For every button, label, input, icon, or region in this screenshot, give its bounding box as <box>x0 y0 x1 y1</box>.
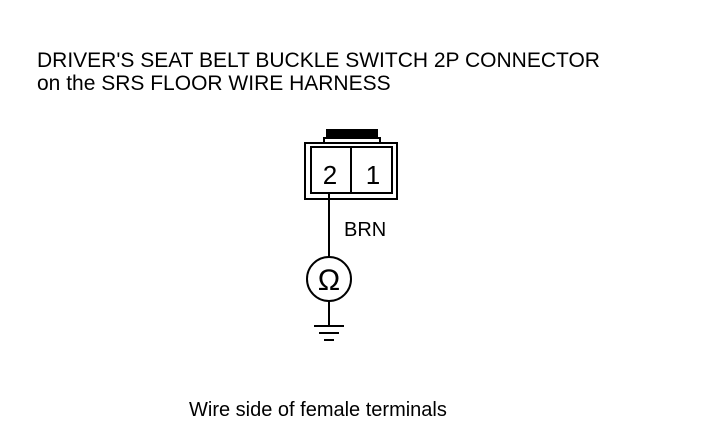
terminal-1-number: 1 <box>366 160 380 190</box>
terminal-2-number: 2 <box>323 160 337 190</box>
diagram-caption: Wire side of female terminals <box>189 399 447 421</box>
ground-icon <box>314 325 344 341</box>
title-line-1: DRIVER'S SEAT BELT BUCKLE SWITCH 2P CONN… <box>37 49 600 72</box>
ohm-symbol: Ω <box>318 264 340 297</box>
wire-color-label: BRN <box>344 219 386 241</box>
title-line-2: on the SRS FLOOR WIRE HARNESS <box>37 72 391 95</box>
diagram-title: DRIVER'S SEAT BELT BUCKLE SWITCH 2P CONN… <box>37 49 600 95</box>
